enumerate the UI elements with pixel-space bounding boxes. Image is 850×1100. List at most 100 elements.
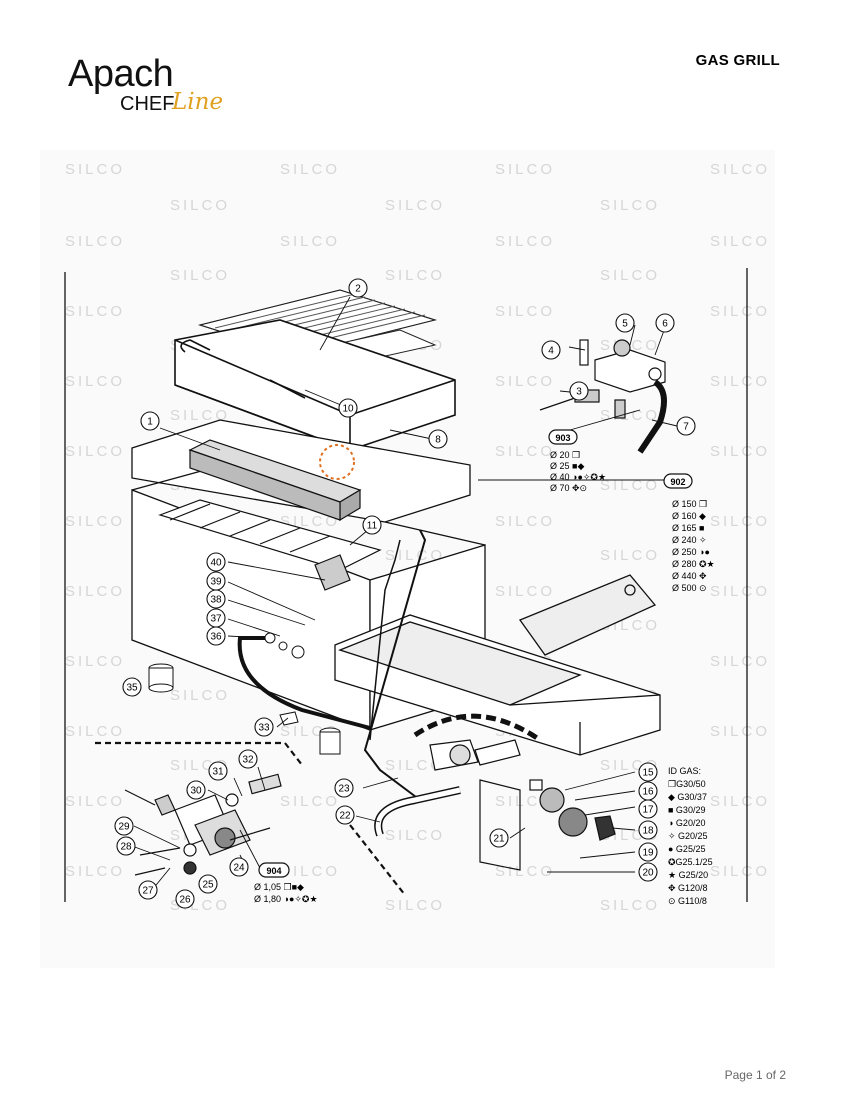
callout-19: 19 [638, 842, 658, 862]
watermark-text: SILCO [65, 653, 125, 670]
callout-number: 22 [339, 811, 351, 822]
callout-number: 17 [642, 805, 654, 816]
callout-28: 28 [116, 836, 136, 856]
watermark-text: SILCO [65, 373, 125, 390]
kit-902: 902 Ø 150 ❒ Ø 160 ◆ Ø 165 ■ Ø 240 ✧ Ø 25… [663, 473, 715, 593]
watermark-text: SILCO [495, 303, 555, 320]
watermark-text: SILCO [600, 477, 660, 494]
kit-903-line-3: Ø 40 ◑●✧✪★ [550, 472, 606, 482]
callout-27: 27 [138, 880, 158, 900]
callout-35: 35 [122, 677, 142, 697]
watermark-text: SILCO [495, 443, 555, 460]
kit-904-line-1: Ø 1,05 ❒■◆ [254, 882, 304, 892]
callout-number: 35 [126, 683, 138, 694]
callout-number: 37 [210, 614, 222, 625]
callout-8: 8 [428, 429, 448, 449]
watermark-text: SILCO [495, 373, 555, 390]
callout-number: 36 [210, 632, 222, 643]
watermark-text: SILCO [710, 303, 770, 320]
watermark-text: SILCO [65, 233, 125, 250]
watermark-text: SILCO [280, 161, 340, 178]
callout-number: 33 [258, 723, 270, 734]
kit-903-label: 903 [555, 433, 570, 443]
kit-904-label: 904 [266, 866, 281, 876]
watermark-text: SILCO [385, 757, 445, 774]
gas-legend-item: ❒G30/50 [668, 779, 706, 789]
document-title: GAS GRILL [695, 52, 780, 69]
callout-number: 26 [179, 895, 191, 906]
watermark-text: SILCO [600, 897, 660, 914]
watermark-text: SILCO [710, 793, 770, 810]
watermark-text: SILCO [170, 687, 230, 704]
gas-legend-item: ✧ G20/25 [668, 831, 708, 841]
callout-number: 40 [210, 558, 222, 569]
page-indicator: Page 1 of 2 [724, 1068, 786, 1082]
callout-15: 15 [638, 762, 658, 782]
callout-17: 17 [638, 799, 658, 819]
gas-legend-item: ✥ G120/8 [668, 883, 708, 893]
watermark-text: SILCO [710, 513, 770, 530]
callout-10: 10 [338, 398, 358, 418]
callout-number: 28 [120, 842, 132, 853]
callout-40: 40 [206, 552, 226, 572]
callout-26: 26 [175, 889, 195, 909]
gas-legend-title: ID GAS: [668, 766, 701, 776]
kit-903-line-2: Ø 25 ■◆ [550, 461, 584, 471]
callout-4: 4 [541, 340, 561, 360]
callout-29: 29 [114, 816, 134, 836]
callout-number: 7 [683, 422, 689, 433]
watermark-text: SILCO [65, 513, 125, 530]
gas-legend-item: ✪G25.1/25 [668, 857, 713, 867]
callout-number: 8 [435, 435, 441, 446]
callout-11: 11 [362, 515, 382, 535]
watermark-text: SILCO [495, 161, 555, 178]
callout-number: 23 [338, 784, 350, 795]
watermark-text: SILCO [495, 513, 555, 530]
watermark-text: SILCO [600, 407, 660, 424]
gas-id-legend: ID GAS: ❒G30/50 ◆ G30/37 ■ G30/29 ◑ G20/… [668, 766, 713, 906]
watermark-text: SILCO [710, 443, 770, 460]
kit-902-line-6: Ø 280 ✪★ [672, 559, 715, 569]
callout-23: 23 [334, 778, 354, 798]
watermark-text: SILCO [710, 863, 770, 880]
callout-21: 21 [489, 828, 509, 848]
gas-legend-item: ◆ G30/37 [668, 792, 707, 802]
watermark-text: SILCO [280, 793, 340, 810]
callout-number: 3 [576, 387, 582, 398]
callout-number: 10 [342, 404, 354, 415]
exploded-parts-diagram: SILCO SILCO SILCO SILCO SILCO SILCO SILCO SILCO… [40, 150, 775, 968]
drip-tray [334, 574, 661, 756]
watermark-text: SILCO [170, 407, 230, 424]
callout-6: 6 [655, 313, 675, 333]
callout-number: 6 [662, 319, 668, 330]
kit-902-line-3: Ø 165 ■ [672, 523, 704, 533]
watermark-text: SILCO [65, 863, 125, 880]
callout-number: 19 [642, 848, 654, 859]
gas-legend-item: ★ G25/20 [668, 870, 708, 880]
callout-number: 24 [233, 863, 245, 874]
brand-logo: Apach CHEF Line [68, 52, 228, 120]
watermark-text: SILCO [495, 233, 555, 250]
kit-903-line-4: Ø 70 ✥⊙ [550, 483, 587, 493]
watermark-text: SILCO [385, 827, 445, 844]
gas-valve-assembly [429, 739, 616, 871]
watermark-text: SILCO [65, 303, 125, 320]
watermark-text: SILCO [710, 653, 770, 670]
callout-16: 16 [638, 781, 658, 801]
callout-number: 31 [212, 767, 224, 778]
callout-number: 30 [190, 786, 202, 797]
brand-name: Apach [68, 53, 174, 95]
callout-number: 25 [202, 880, 214, 891]
kit-902-line-7: Ø 440 ✥ [672, 571, 707, 581]
watermark-text: SILCO [170, 267, 230, 284]
callout-36: 36 [206, 626, 226, 646]
callout-22: 22 [335, 805, 355, 825]
watermark-text: SILCO [495, 793, 555, 810]
watermark-text: SILCO [280, 233, 340, 250]
callout-30: 30 [186, 780, 206, 800]
burner [188, 439, 362, 522]
callout-25: 25 [198, 874, 218, 894]
callout-38: 38 [206, 589, 226, 609]
kit-903: 903 Ø 20 ❒ Ø 25 ■◆ Ø 40 ◑●✧✪★ Ø 70 ✥⊙ [548, 429, 606, 493]
